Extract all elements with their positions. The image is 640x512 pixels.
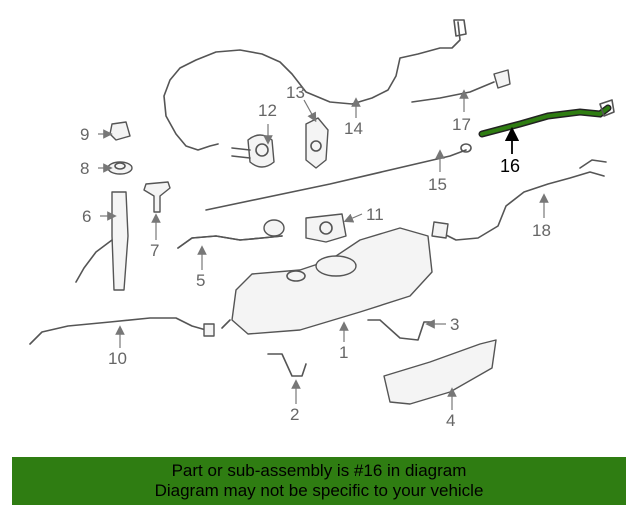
part-9-cap xyxy=(109,121,131,141)
callout-13: 13 xyxy=(286,83,305,102)
callout-10: 10 xyxy=(108,349,127,368)
callout-18: 18 xyxy=(532,221,551,240)
callout-11: 11 xyxy=(366,205,384,224)
callout-2: 2 xyxy=(290,405,299,424)
callout-9: 9 xyxy=(80,125,89,144)
part-3-strap xyxy=(367,319,435,341)
part-15-rod xyxy=(205,143,472,211)
part-4-shield xyxy=(383,339,497,405)
callout-17: 17 xyxy=(452,115,471,134)
callout-6: 6 xyxy=(82,207,91,226)
part-7-bracket xyxy=(143,181,171,213)
callout-15: 15 xyxy=(428,175,447,194)
callout-16: 16 xyxy=(500,156,520,176)
part-17-cable xyxy=(411,69,511,103)
part-14-line xyxy=(163,19,467,151)
part-2-strap xyxy=(267,353,307,377)
parts-diagram: 1 2 3 4 5 6 7 8 9 10 11 12 13 14 15 16 1… xyxy=(29,19,615,430)
info-banner: Part or sub-assembly is #16 in diagram D… xyxy=(12,457,626,505)
banner-line-1: Part or sub-assembly is #16 in diagram xyxy=(171,461,467,480)
part-16-hose xyxy=(478,99,615,138)
part-13-bracket xyxy=(305,117,329,169)
callout-5: 5 xyxy=(196,271,205,290)
leader-arrows xyxy=(98,89,549,410)
callout-14: 14 xyxy=(344,119,363,138)
callout-12: 12 xyxy=(258,101,277,120)
part-1-fuel-tank xyxy=(221,227,433,335)
part-11-pump xyxy=(305,213,347,243)
callout-3: 3 xyxy=(450,315,459,334)
callout-1: 1 xyxy=(339,343,348,362)
part-5-hose xyxy=(177,219,285,249)
part-10-line xyxy=(29,317,215,345)
callout-8: 8 xyxy=(80,159,89,178)
part-8-seal xyxy=(107,161,133,175)
callout-4: 4 xyxy=(446,411,455,430)
banner-line-2: Diagram may not be specific to your vehi… xyxy=(154,481,484,500)
part-18-harness xyxy=(431,159,607,241)
callout-7: 7 xyxy=(150,241,159,260)
